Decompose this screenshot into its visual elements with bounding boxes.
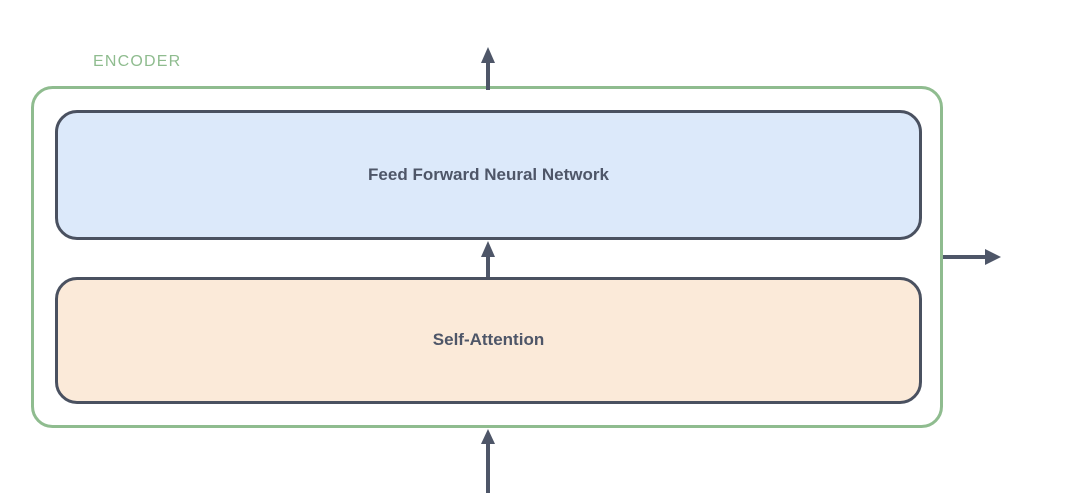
node-self-attention-label: Self-Attention	[432, 330, 545, 350]
arrow-side-output-right	[943, 249, 1001, 265]
arrow-attention-to-feedforward	[481, 241, 495, 278]
arrow-output-top	[481, 47, 495, 90]
node-feed-forward-label: Feed Forward Neural Network	[368, 164, 609, 184]
node-feed-forward-neural-network[interactable]: Feed Forward Neural Network	[55, 110, 922, 240]
encoder-group-label: ENCODER	[93, 53, 182, 70]
node-self-attention[interactable]: Self-Attention	[55, 277, 922, 404]
arrow-input-bottom	[481, 429, 495, 493]
